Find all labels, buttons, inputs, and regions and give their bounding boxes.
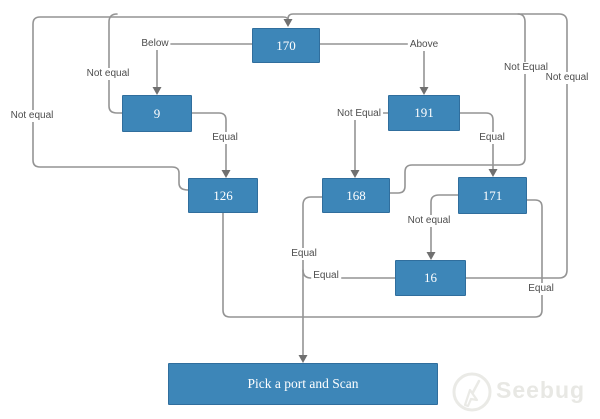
edge-label-notequal-126-170: Not equal <box>8 110 56 122</box>
node-pick-a-port-and-scan: Pick a port and Scan <box>168 363 438 405</box>
edge-label-notequal-168-170: Not Equal <box>502 62 550 74</box>
edge-label-below: Below <box>139 38 171 50</box>
arrowhead-into-168 <box>350 170 360 178</box>
edge-line-126-170 <box>32 16 289 191</box>
edge-line-191-171 <box>459 112 494 170</box>
edge-label-equal-171-scan: Equal <box>526 283 556 295</box>
arrowhead-into-126 <box>221 170 231 178</box>
edge-line-9-170 <box>108 13 123 114</box>
node-9: 9 <box>122 95 192 132</box>
node-16: 16 <box>395 260 466 296</box>
edge-label-equal-168-scan: Equal <box>289 248 319 260</box>
edge-line-191-168 <box>354 112 389 171</box>
node-126: 126 <box>188 178 258 213</box>
edge-line-170-9 <box>156 43 253 88</box>
edge-line-171-16 <box>430 194 459 253</box>
arrowhead-into-scan <box>298 355 308 363</box>
edge-label-above: Above <box>407 39 441 51</box>
arrowhead-into-191 <box>419 87 429 95</box>
edge-line-9-126 <box>191 112 227 171</box>
node-191: 191 <box>388 95 460 131</box>
node-171: 171 <box>458 177 527 214</box>
node-170: 170 <box>252 28 320 63</box>
arrowhead-into-170 <box>283 19 293 27</box>
edge-label-equal-16-scan: Equal <box>311 270 341 282</box>
node-168: 168 <box>322 178 390 213</box>
edge-line-168-170 <box>389 13 526 194</box>
edge-label-notequal-191-168: Not Equal <box>335 108 383 120</box>
edge-label-notequal-16-170: Not equal <box>543 72 591 84</box>
edge-line-126-171-scan <box>222 199 543 318</box>
arrowheads <box>152 19 498 363</box>
edge-label-equal-9-126: Equal <box>210 132 240 144</box>
seebug-logo-icon <box>452 372 492 412</box>
edge-label-notequal-9-170: Not equal <box>84 68 132 80</box>
seebug-wordmark: Seebug <box>496 377 586 403</box>
edge-line-168-scan <box>302 196 323 356</box>
edge-line-16-170 <box>287 13 568 279</box>
arrowhead-into-9 <box>152 87 162 95</box>
seebug-logo: Seebug <box>449 368 594 416</box>
arrowhead-into-16 <box>426 252 436 260</box>
edge-label-notequal-171-16: Not equal <box>405 215 453 227</box>
arrowhead-into-171 <box>488 169 498 177</box>
edge-line-16-scan <box>302 269 396 279</box>
edge-label-equal-191-171: Equal <box>477 132 507 144</box>
